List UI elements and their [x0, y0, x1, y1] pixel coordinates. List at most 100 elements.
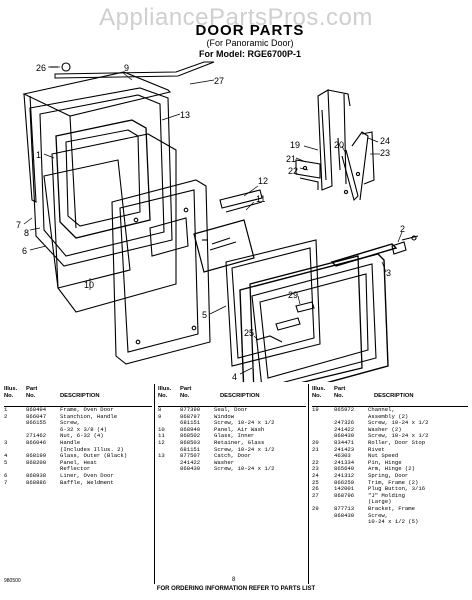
outer-glass — [249, 255, 363, 382]
page-subtitle: (For Panoramic Door) — [206, 38, 294, 48]
header-description: DESCRIPTION — [220, 393, 260, 399]
header-part-no: No. — [180, 393, 190, 399]
row-illus: 23 — [312, 465, 319, 473]
row-illus: 3 — [4, 438, 8, 446]
model-label: For Model: RGE6700P-1 — [198, 49, 302, 59]
callout-22: 22 — [288, 166, 298, 176]
row-illus: 1 — [4, 406, 8, 413]
row-illus: 22 — [312, 458, 319, 466]
row-illus: 4 — [4, 452, 8, 460]
row-description: Arm, Hinge (2) — [368, 465, 415, 473]
row-description: "J" Molding — [368, 491, 405, 499]
header-illus-no: No. — [158, 393, 168, 399]
header-part: Part — [180, 386, 192, 392]
row-part-number: 868503 — [180, 438, 201, 446]
callout-11: 11 — [256, 194, 265, 204]
row-part-number: 241334 — [334, 458, 355, 466]
column-divider — [308, 384, 309, 584]
row-description: Nut Speed — [368, 452, 399, 460]
callout-26: 26 — [36, 63, 46, 73]
parts-row: (Large) — [312, 499, 468, 506]
row-part-number: 247326 — [334, 419, 355, 427]
callout-27: 27 — [214, 76, 224, 86]
row-part-number: 868430 — [334, 432, 355, 440]
row-description: Screw, 10-24 x 1/2 — [214, 465, 275, 473]
callout-9: 9 — [124, 63, 129, 73]
header-illus: Illus. — [312, 386, 326, 392]
door-liner-stack — [22, 61, 215, 313]
row-part-number: 865972 — [334, 406, 355, 413]
parts-header: Illus. No. Part No. DESCRIPTION — [312, 384, 468, 407]
parts-header: Illus. No. Part No. DESCRIPTION — [4, 384, 152, 407]
plug-button — [61, 62, 71, 72]
callout-13: 13 — [180, 110, 190, 120]
header-illus-no: No. — [312, 393, 322, 399]
row-description: Glass, Inner — [214, 432, 255, 440]
row-part-number: 868940 — [180, 425, 201, 433]
row-description: Washer (2) — [368, 425, 402, 433]
row-description: Trim, Frame (2) — [368, 478, 419, 486]
callout-19: 19 — [290, 140, 300, 150]
row-description: (Large) — [368, 498, 392, 506]
row-description: (Includes Illus. 2) — [60, 445, 124, 453]
parts-row: 22 241334 Pin, Hinge — [312, 458, 468, 467]
callout-4: 4 — [232, 372, 237, 382]
header-illus: Illus. — [158, 386, 172, 392]
exploded-door-diagram: 26 9 27 13 1 7 8 6 10 11 12 5 25 4 29 3 … — [16, 61, 419, 382]
row-part-number: 868938 — [26, 471, 47, 479]
callout-1: 1 — [36, 150, 41, 160]
row-description: Washer — [214, 458, 235, 466]
row-illus: 8 — [158, 406, 162, 413]
callout-5: 5 — [202, 310, 207, 320]
row-illus: 7 — [4, 478, 8, 486]
row-description: Screw, 10-24 x 1/2 — [368, 432, 429, 440]
inner-glass — [193, 219, 255, 273]
header-part-no: No. — [26, 393, 36, 399]
row-part-number: 865640 — [334, 465, 355, 473]
oven-door-frame — [239, 241, 407, 382]
row-description: Screw, 10-24 x 1/2 — [214, 419, 275, 427]
row-description: Retainer, Glass — [214, 438, 265, 446]
row-part-number: 868430 — [334, 511, 355, 519]
column-divider — [154, 384, 155, 584]
callout-29: 29 — [288, 290, 298, 300]
row-description: Baffle, Weldment — [60, 478, 114, 486]
row-illus: 5 — [4, 458, 8, 466]
row-part-number: 868797 — [180, 412, 201, 420]
row-part-number: 868502 — [180, 432, 201, 440]
row-description: 6-32 x 3/8 (4) — [60, 425, 107, 433]
row-description: Pin, Hinge — [368, 458, 402, 466]
row-illus: 26 — [312, 485, 319, 493]
row-part-number: 877713 — [334, 504, 355, 512]
row-part-number: 877507 — [180, 452, 201, 460]
row-description: Roller, Door Stop — [368, 438, 426, 446]
row-description: Spring, Door — [368, 471, 409, 479]
row-illus: 13 — [158, 452, 165, 460]
row-description: 10-24 x 1/2 (5) — [368, 518, 419, 526]
row-part-number: 866259 — [334, 478, 355, 486]
row-illus: 10 — [158, 425, 165, 433]
row-illus: 2 — [4, 412, 8, 420]
row-description: Panel, Air Wash — [214, 425, 265, 433]
row-description: Catch, Door — [214, 452, 251, 460]
row-part-number: 866047 — [26, 412, 47, 420]
header-part: Part — [26, 386, 38, 392]
